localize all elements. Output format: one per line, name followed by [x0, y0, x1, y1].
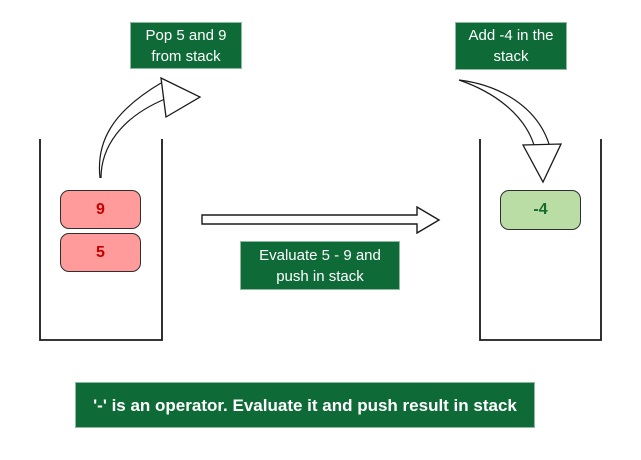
add-label-line2: stack	[493, 48, 529, 65]
add-label-line1: Add -4 in the	[468, 27, 554, 44]
evaluate-label: Evaluate 5 - 9 and push in stack	[240, 241, 400, 290]
push-arrow-icon	[458, 79, 563, 184]
right-stack-container	[479, 139, 602, 341]
transition-arrow-icon	[201, 205, 441, 235]
footer-label-text: '-' is an operator. Evaluate it and push…	[93, 395, 517, 415]
pop-arrow-icon	[98, 76, 202, 179]
evaluate-label-line2: push in stack	[276, 267, 364, 285]
pop-label-line1: Pop 5 and 9	[145, 26, 227, 44]
evaluate-label-line1: Evaluate 5 - 9 and	[259, 246, 381, 264]
left-stack-item-9: 9	[60, 190, 141, 229]
footer-label: '-' is an operator. Evaluate it and push…	[75, 382, 535, 428]
pop-label: Pop 5 and 9 from stack	[130, 22, 242, 69]
right-stack-item-result: -4	[500, 190, 581, 230]
add-label: Add -4 in the stack	[455, 22, 567, 70]
left-stack-item-9-value: 9	[96, 200, 105, 218]
pop-label-line2: from stack	[151, 47, 221, 65]
left-stack-container	[39, 139, 163, 341]
left-stack-item-5-value: 5	[96, 243, 105, 261]
right-stack-item-result-value: -4	[533, 201, 548, 218]
left-stack-item-5: 5	[60, 233, 141, 272]
